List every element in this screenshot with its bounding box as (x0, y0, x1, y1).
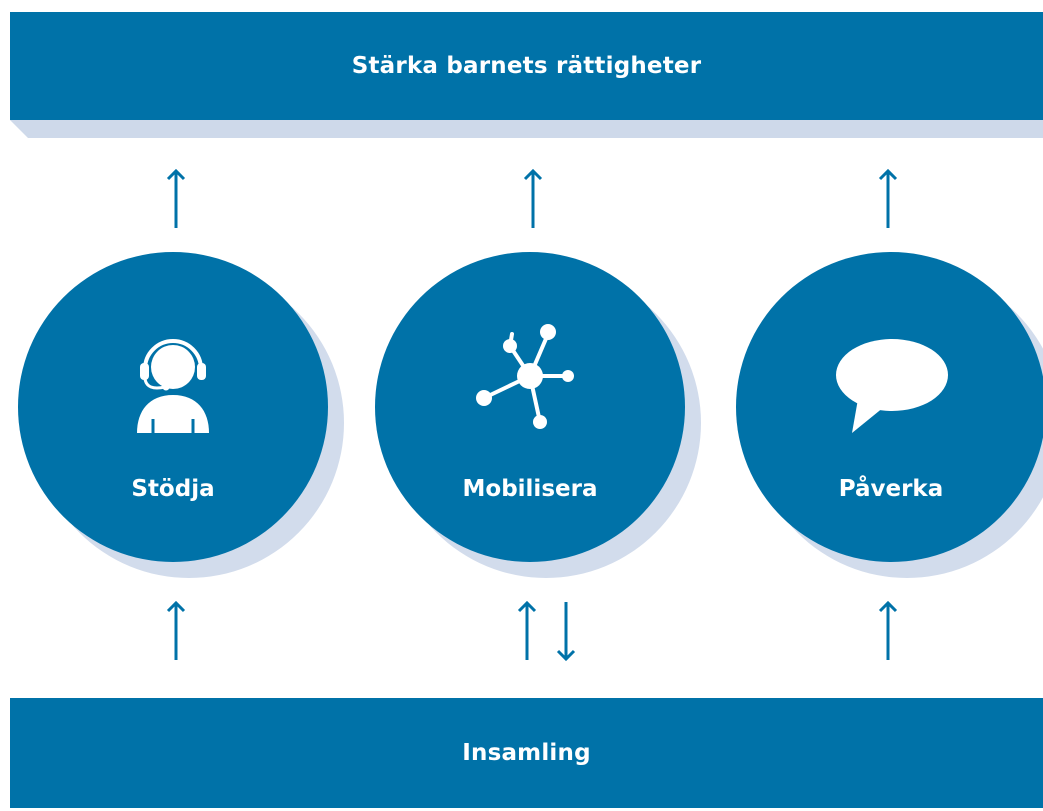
top-band-shadow (10, 120, 1043, 138)
network-icon (476, 324, 574, 429)
top-band-label: Stärka barnets rättigheter (351, 53, 702, 79)
pillar-stodja: Stödja (18, 252, 328, 562)
arrow-up-mobilisera-to-top (523, 168, 543, 228)
pillar-label-stodja: Stödja (131, 476, 215, 502)
headset-person-icon (137, 339, 209, 433)
bottom-band: Insamling (10, 698, 1043, 808)
arrow-up-paverka-to-top (878, 168, 898, 228)
pillar-mobilisera: Mobilisera (375, 252, 685, 562)
arrow-up-bottom-to-mobilisera (517, 600, 537, 660)
pillar-label-paverka: Påverka (838, 476, 944, 502)
arrow-up-bottom-to-paverka (878, 600, 898, 660)
bottom-band-label: Insamling (462, 740, 591, 766)
pillar-paverka: Påverka (736, 252, 1043, 562)
arrow-up-stodja-to-top (166, 168, 186, 228)
pillar-label-mobilisera: Mobilisera (462, 476, 598, 502)
arrow-down-mobilisera-to-bottom (556, 602, 576, 662)
top-band: Stärka barnets rättigheter (10, 12, 1043, 120)
speech-bubble-icon (836, 339, 948, 433)
arrow-up-bottom-to-stodja (166, 600, 186, 660)
